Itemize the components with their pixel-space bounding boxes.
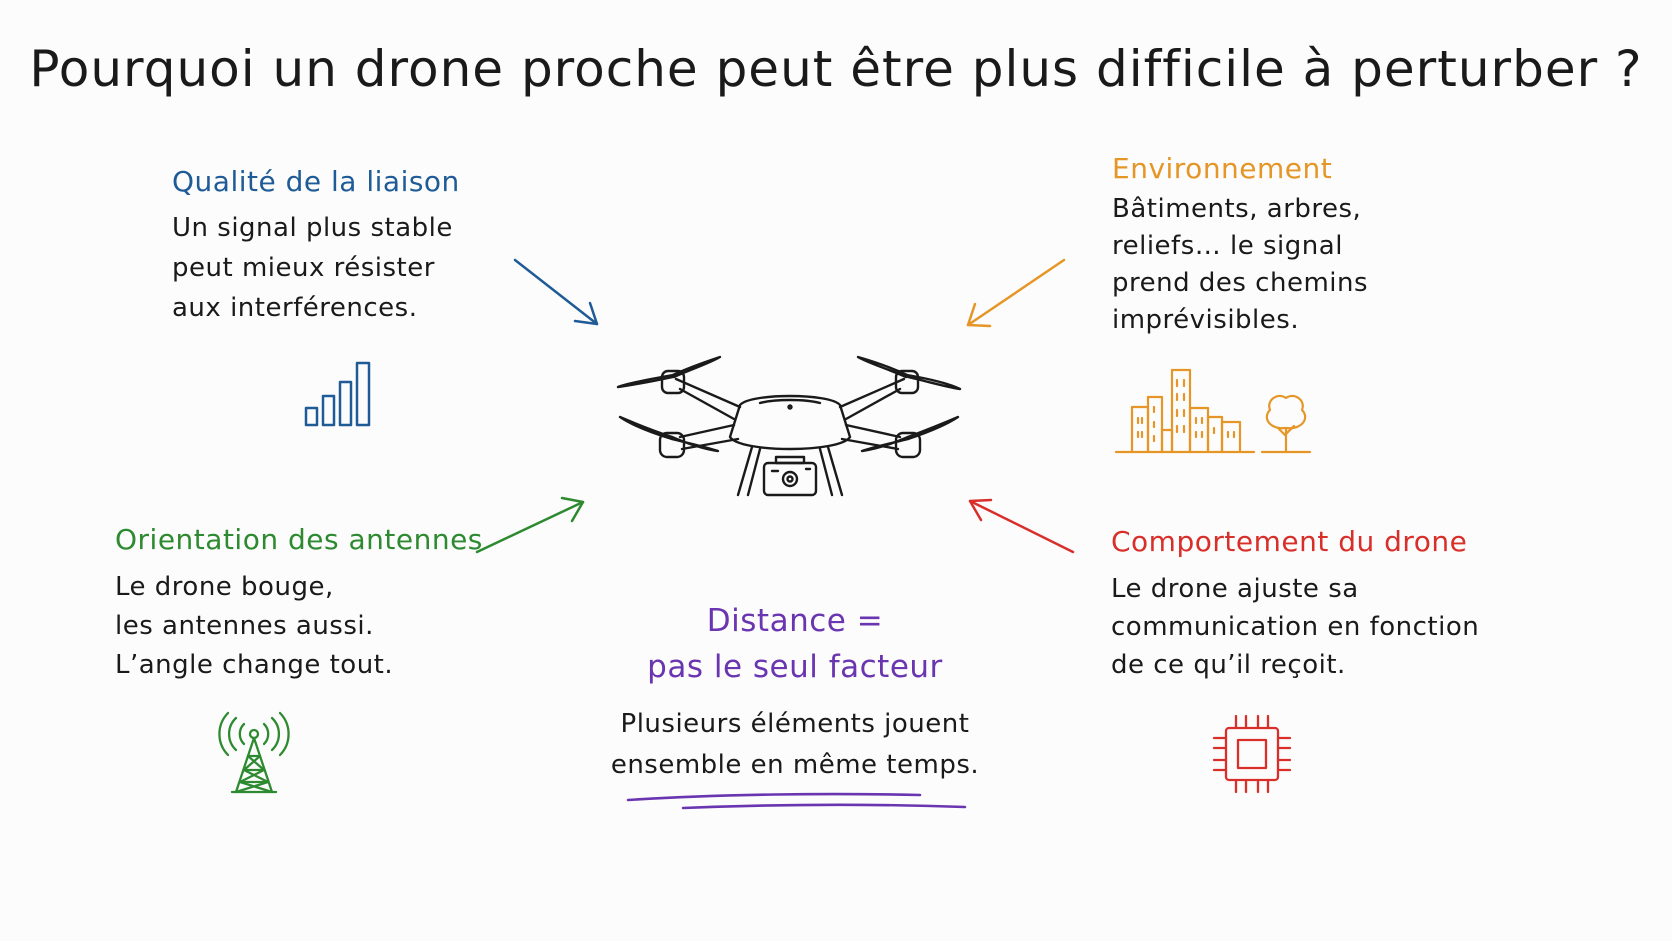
section-text-line: Un signal plus stable [172,213,453,243]
chip-icon [1212,714,1292,794]
section-text-line: L’angle change tout. [115,650,394,680]
section-text-line: prend des chemins [1112,268,1369,298]
section-text-line: ensemble en même temps. [610,750,980,780]
antenna-tower-icon [218,711,290,794]
section-text-line: communication en fonction [1111,612,1480,642]
section-text-line: Le drone ajuste sa [1111,574,1359,604]
drone-icon [616,355,962,497]
section-text-line: imprévisibles. [1112,305,1300,335]
page-title: Pourquoi un drone proche peut être plus … [29,40,1643,98]
section-link-quality: Qualité de la liaison Un signal plus sta… [172,165,460,328]
section-text-line: de ce qu’il reçoit. [1111,650,1346,680]
section-antenna-orientation: Orientation des antennes Le drone bouge,… [115,523,483,685]
distance-heading-line2: pas le seul facteur [647,649,943,685]
section-drone-behavior: Comportement du drone Le drone ajuste sa… [1111,525,1479,684]
section-heading: Environnement [1112,152,1333,185]
section-text-line: Le drone bouge, [115,572,334,602]
section-text-line: peut mieux résister [172,253,435,283]
section-text-line: Plusieurs éléments jouent [620,709,970,739]
section-environment: Environnement Bâtiments, arbres, reliefs… [1112,152,1368,339]
section-heading: Comportement du drone [1111,525,1468,558]
section-text-line: Bâtiments, arbres, [1112,194,1362,224]
section-heading: Qualité de la liaison [172,165,460,198]
signal-bars-icon [304,361,371,427]
distance-heading-line1: Distance = [706,603,884,639]
section-text-line: les antennes aussi. [115,611,374,641]
buildings-tree-icon [1114,368,1312,454]
section-distance: Distance = pas le seul facteur Plusieurs… [560,598,1030,786]
section-heading: Orientation des antennes [115,523,483,556]
section-text-line: reliefs… le signal [1112,231,1343,261]
section-text-line: aux interférences. [172,293,418,323]
